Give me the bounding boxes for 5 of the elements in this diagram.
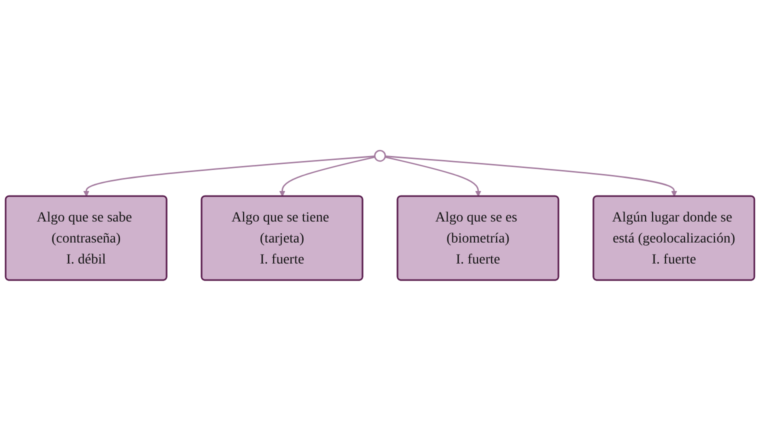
arrow bbox=[83, 155, 375, 196]
arrow bbox=[279, 156, 376, 196]
node-cross bbox=[374, 150, 386, 162]
arrow bbox=[384, 156, 482, 196]
arrow bbox=[385, 155, 678, 196]
